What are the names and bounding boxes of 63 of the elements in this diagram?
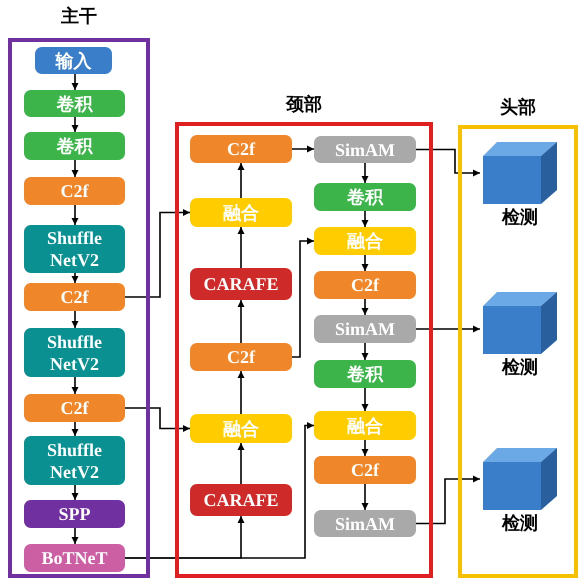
arrow xyxy=(362,299,368,315)
process-box: SimAM xyxy=(314,315,416,343)
arrow xyxy=(362,163,368,183)
arrow xyxy=(72,273,78,283)
arrow xyxy=(362,440,368,456)
arrow xyxy=(72,528,78,544)
group-title: 颈部 xyxy=(284,93,323,116)
detection-label: 检测 xyxy=(500,206,539,229)
process-box: C2f xyxy=(24,394,125,422)
arrow xyxy=(362,255,368,271)
process-box: 卷积 xyxy=(24,132,125,160)
arrow xyxy=(362,211,368,227)
arrow xyxy=(72,422,78,436)
arrow xyxy=(125,209,190,298)
arrow xyxy=(72,485,78,500)
process-box: Shuffle NetV2 xyxy=(24,436,125,485)
arrow xyxy=(238,227,244,268)
process-box: C2f xyxy=(24,283,125,311)
arrow xyxy=(362,484,368,510)
process-box: Shuffle NetV2 xyxy=(24,328,125,377)
process-box: 融合 xyxy=(314,227,416,255)
group-title: 主干 xyxy=(60,5,98,28)
process-box: SimAM xyxy=(314,510,416,537)
process-box: CARAFE xyxy=(190,484,292,516)
process-box: 卷积 xyxy=(314,183,416,211)
process-box: 融合 xyxy=(190,198,292,227)
detection-label: 检测 xyxy=(500,356,539,379)
arrow xyxy=(72,377,78,394)
arrow xyxy=(72,205,78,225)
arrow xyxy=(72,311,78,328)
process-box: 卷积 xyxy=(24,90,125,117)
arrow xyxy=(362,343,368,360)
arrow xyxy=(125,422,314,559)
arrow xyxy=(72,117,78,132)
arrow xyxy=(125,407,190,432)
process-box: CARAFE xyxy=(190,268,292,300)
process-box: C2f xyxy=(314,456,416,484)
arrow xyxy=(416,148,480,176)
arrow xyxy=(416,476,480,524)
process-box: C2f xyxy=(314,271,416,299)
process-box: SimAM xyxy=(314,136,416,163)
arrow xyxy=(238,300,244,343)
process-box: BoTNeT xyxy=(24,544,125,572)
arrow xyxy=(238,443,244,484)
process-box: 输入 xyxy=(35,47,112,74)
detection-label: 检测 xyxy=(500,512,539,535)
arrow xyxy=(292,146,314,152)
arrow xyxy=(238,163,244,198)
process-box: 融合 xyxy=(314,411,416,440)
arrow xyxy=(292,238,314,358)
arrow xyxy=(72,74,78,90)
group-title: 头部 xyxy=(499,96,537,119)
process-box: 融合 xyxy=(190,414,292,443)
process-box: C2f xyxy=(190,135,292,163)
process-box: SPP xyxy=(24,500,125,528)
process-box: C2f xyxy=(24,177,125,205)
process-box: Shuffle NetV2 xyxy=(24,225,125,273)
arrow xyxy=(238,371,244,414)
arrow xyxy=(362,388,368,411)
arrow xyxy=(416,326,480,332)
arrow xyxy=(72,160,78,177)
process-box: C2f xyxy=(190,343,292,371)
process-box: 卷积 xyxy=(314,360,416,388)
